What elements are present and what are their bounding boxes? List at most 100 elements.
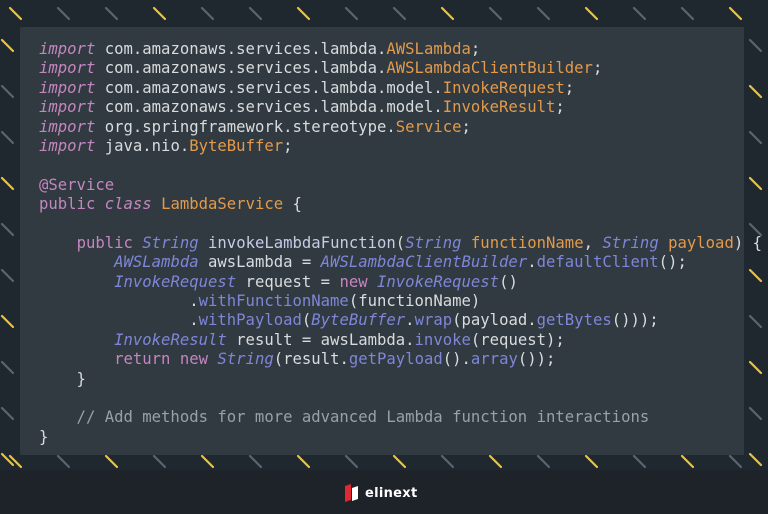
pattern-stripe: [8, 6, 23, 21]
code-token: withFunctionName: [198, 292, 349, 311]
code-token: // Add methods for more advanced Lambda …: [39, 408, 650, 427]
code-line: @Service: [39, 176, 762, 195]
code-token: ) {: [733, 233, 762, 252]
code-token: [95, 195, 104, 213]
pattern-stripe: [440, 6, 455, 21]
pattern-stripe: [152, 454, 167, 469]
code-token: ;: [555, 98, 565, 117]
code-editor-panel: [20, 27, 744, 455]
pattern-stripe: [392, 6, 407, 21]
code-token: [199, 234, 208, 252]
code-token: result = awsLambda.: [226, 330, 415, 349]
pattern-stripe: [536, 6, 551, 21]
code-token: InvokeRequest: [377, 272, 500, 291]
pattern-stripe: [344, 454, 359, 469]
pattern-stripe: [0, 268, 15, 283]
pattern-stripe: [584, 6, 599, 21]
pattern-stripe: [0, 84, 15, 99]
code-token: ();: [658, 253, 687, 272]
pattern-stripe: [748, 176, 763, 191]
code-line: AWSLambda awsLambda = AWSLambdaClientBui…: [39, 253, 762, 272]
code-token: [152, 195, 161, 213]
code-token: invokeLambdaFunction: [208, 233, 396, 252]
code-line: InvokeResult result = awsLambda.invoke(r…: [39, 331, 762, 350]
code-token: import: [39, 117, 96, 136]
pattern-stripe: [748, 84, 763, 99]
pattern-stripe: [584, 454, 599, 469]
code-token: withPayload: [198, 311, 302, 330]
code-token: invoke: [414, 330, 471, 349]
code-token: ;: [592, 59, 603, 78]
code-token: (request);: [470, 330, 565, 349]
pattern-stripe: [728, 454, 743, 469]
code-token: request =: [236, 272, 340, 291]
code-token: com.amazonaws.services.lambda.model.: [95, 98, 443, 117]
code-token: ());: [517, 350, 556, 369]
pattern-stripe: [0, 222, 15, 237]
code-token: (payload.: [452, 311, 537, 330]
code-token: ;: [564, 78, 575, 97]
pattern-stripe: [0, 360, 15, 375]
code-token: ,: [583, 233, 603, 252]
pattern-stripe: [0, 38, 15, 53]
pattern-stripe: [152, 6, 167, 21]
code-line: .withPayload(ByteBuffer.wrap(payload.get…: [39, 311, 762, 330]
code-token: awsLambda =: [198, 253, 321, 272]
code-token: .: [527, 253, 537, 272]
pattern-stripe: [392, 454, 407, 469]
code-token: [659, 234, 668, 252]
code-token: Service: [395, 117, 462, 136]
pattern-stripe: [632, 6, 647, 21]
code-token: (: [395, 233, 406, 252]
pattern-stripe: [56, 6, 71, 21]
code-token: }: [39, 427, 49, 446]
pattern-stripe: [56, 454, 71, 469]
code-token: LambdaService: [161, 195, 284, 214]
pattern-stripe: [200, 454, 215, 469]
code-token: ;: [283, 136, 293, 155]
code-token: defaultClient: [536, 253, 659, 272]
code-token: String: [217, 350, 274, 369]
code-token: [39, 331, 114, 349]
code-line: [39, 156, 762, 175]
code-token: InvokeRequest: [114, 272, 237, 291]
pattern-stripe: [680, 6, 695, 21]
code-token: {: [283, 195, 302, 214]
footer-bar: [0, 470, 768, 514]
pattern-stripe: [104, 6, 119, 21]
code-line: import com.amazonaws.services.lambda.mod…: [39, 79, 762, 98]
code-token: [39, 253, 114, 271]
code-token: import: [39, 98, 96, 117]
code-token: InvokeResult: [114, 330, 227, 349]
code-line: .withFunctionName(functionName): [39, 292, 762, 311]
pattern-stripe: [488, 454, 503, 469]
code-token: wrap: [414, 311, 453, 330]
code-token: import: [39, 59, 96, 78]
pattern-stripe: [0, 314, 15, 329]
code-token: [170, 350, 179, 368]
code-token: public: [39, 195, 96, 214]
pattern-stripe: [728, 6, 743, 21]
code-token: array: [470, 350, 518, 369]
code-token: (functionName): [348, 292, 481, 311]
pattern-stripe: [248, 6, 263, 21]
pattern-stripe: [748, 268, 763, 283]
code-token: getBytes: [536, 311, 612, 330]
code-token: import: [39, 136, 96, 155]
code-token: String: [405, 233, 462, 252]
pattern-stripe: [536, 454, 551, 469]
code-token: com.amazonaws.services.lambda.model.: [95, 78, 443, 97]
code-token: [208, 350, 217, 368]
code-line: import com.amazonaws.services.lambda.AWS…: [39, 59, 762, 78]
pattern-stripe: [748, 452, 763, 467]
code-block: import com.amazonaws.services.lambda.AWS…: [39, 40, 762, 447]
code-line: [39, 215, 762, 234]
pattern-stripe: [8, 454, 23, 469]
code-token: import: [39, 78, 96, 97]
logo-mark-icon: [345, 484, 358, 502]
code-token: new: [179, 350, 209, 369]
pattern-stripe: [680, 454, 695, 469]
code-token: payload: [668, 233, 734, 252]
code-token: ByteBuffer: [189, 136, 284, 155]
